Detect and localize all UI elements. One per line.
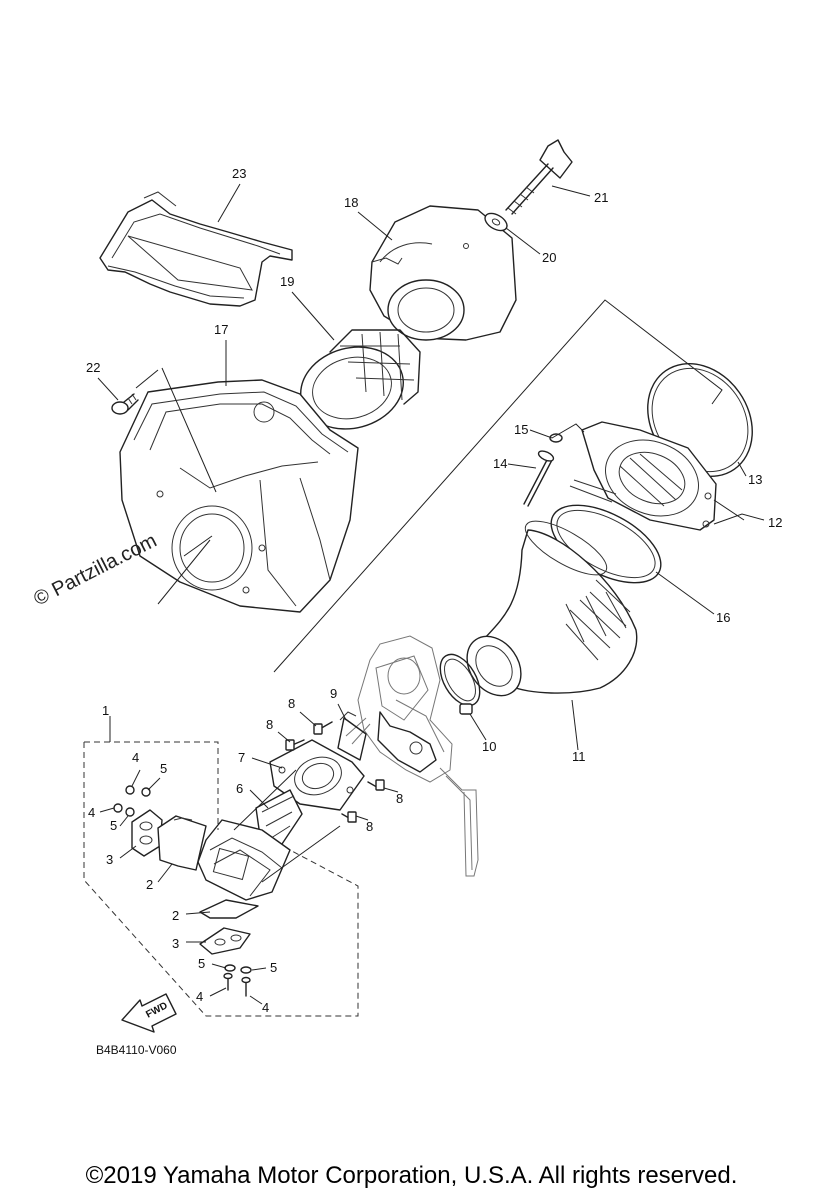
copyright-footer: ©2019 Yamaha Motor Corporation, U.S.A. A… xyxy=(85,1162,738,1189)
part-21-filter-bolt xyxy=(505,139,573,215)
callout-12: 12 xyxy=(768,515,782,530)
leaders-intake xyxy=(233,769,341,883)
part-8-bolt-a xyxy=(313,721,333,735)
callout-8-a: 8 xyxy=(288,696,295,711)
callout-10: 10 xyxy=(482,739,496,754)
part-22-bolt xyxy=(111,393,139,415)
callout-3-b: 3 xyxy=(172,936,179,951)
callout-8-b: 8 xyxy=(266,717,273,732)
callout-20: 20 xyxy=(542,250,556,265)
callout-5-a: 5 xyxy=(160,761,167,776)
callout-13: 13 xyxy=(748,472,762,487)
part-5-washer-upper xyxy=(125,787,151,817)
callout-7: 7 xyxy=(238,750,245,765)
callout-16: 16 xyxy=(716,610,730,625)
part-12-air-joint xyxy=(569,421,717,531)
callout-leaders xyxy=(97,183,765,1005)
group-outline-17 xyxy=(135,299,723,673)
diagram-code: B4B4110-V060 xyxy=(96,1043,177,1057)
callout-9: 9 xyxy=(330,686,337,701)
part-18-filter-element xyxy=(369,205,517,341)
callout-1: 1 xyxy=(102,703,109,718)
callout-19: 19 xyxy=(280,274,294,289)
carburetor-outline xyxy=(345,635,479,877)
part-2-reed-lower xyxy=(199,899,259,919)
part-8-bolts xyxy=(285,721,385,823)
callout-4-b: 4 xyxy=(88,805,95,820)
callout-11: 11 xyxy=(572,749,586,764)
part-8-bolt-d xyxy=(341,811,357,823)
part-3-reed-stopper-lower xyxy=(199,927,251,955)
callout-6: 6 xyxy=(236,781,243,796)
watermark: © Partzilla.com xyxy=(30,530,160,611)
callout-14: 14 xyxy=(493,456,507,471)
part-9-clamp xyxy=(337,711,367,761)
part-10-hose-clamp xyxy=(439,653,481,715)
callout-4-a: 4 xyxy=(132,750,139,765)
callout-21: 21 xyxy=(594,190,608,205)
callout-18: 18 xyxy=(344,195,358,210)
callout-5-c: 5 xyxy=(198,956,205,971)
fwd-arrow-icon: FWD xyxy=(121,993,177,1033)
part-8-bolt-b xyxy=(285,739,305,751)
callout-labels: 23 18 21 20 19 17 22 15 14 13 12 16 11 1… xyxy=(86,166,782,1015)
part-3-reed-stopper-upper xyxy=(131,809,163,857)
callout-4-c: 4 xyxy=(196,989,203,1004)
callout-8-d: 8 xyxy=(366,819,373,834)
part-8-bolt-c xyxy=(367,779,385,791)
group-outline-1 xyxy=(83,716,359,1017)
callout-5-d: 5 xyxy=(270,960,277,975)
part-17-airbox xyxy=(119,379,359,613)
callout-22: 22 xyxy=(86,360,100,375)
part-7-carburetor-joint xyxy=(269,739,365,811)
callout-4-d: 4 xyxy=(262,1000,269,1015)
callout-2-b: 2 xyxy=(172,908,179,923)
part-4-screw-upper xyxy=(113,785,135,813)
callout-17: 17 xyxy=(214,322,228,337)
part-2-reed-upper xyxy=(157,815,207,871)
part-5-washer-lower xyxy=(224,964,252,974)
reed-block-housing xyxy=(197,819,291,901)
callout-23: 23 xyxy=(232,166,246,181)
callout-15: 15 xyxy=(514,422,528,437)
group-1-lower-plates xyxy=(199,899,259,997)
callout-5-b: 5 xyxy=(110,818,117,833)
callout-2-a: 2 xyxy=(146,877,153,892)
part-14-rivet xyxy=(523,450,555,507)
callout-8-c: 8 xyxy=(396,791,403,806)
part-4-screw-lower xyxy=(223,972,251,997)
part-15-washer xyxy=(549,433,563,443)
group-1-upper-plates xyxy=(113,785,207,871)
part-11-air-duct xyxy=(466,520,638,697)
callout-3-a: 3 xyxy=(106,852,113,867)
part-23-airbox-cover xyxy=(99,191,293,307)
